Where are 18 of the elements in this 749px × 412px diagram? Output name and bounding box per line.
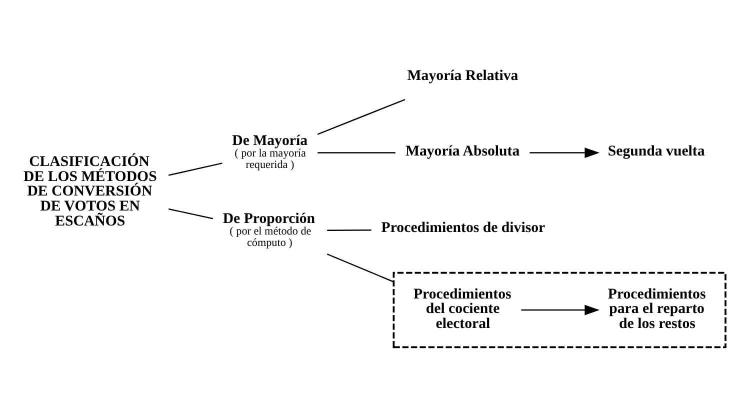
connector bbox=[327, 229, 372, 232]
arrow bbox=[521, 304, 600, 316]
arrow bbox=[530, 148, 600, 158]
node-text: Segunda vuelta bbox=[608, 143, 705, 160]
node-text: De Mayoría ( por la mayoría requerida ) bbox=[232, 132, 308, 171]
connector bbox=[168, 162, 222, 176]
node-text: CLASIFICACIÓN DE LOS MÉTODOS DE CONVERSIÓN DE VOTOS EN ESCAÑOS bbox=[24, 154, 157, 230]
node-text: Procedimientos para el reparto de los restos bbox=[608, 286, 706, 332]
cluster bbox=[392, 272, 726, 348]
connector bbox=[168, 208, 214, 220]
connector bbox=[317, 98, 406, 135]
node-text: Procedimientos del cociente electoral bbox=[414, 286, 512, 332]
node-text: De Proporción ( por el método de cómputo ) bbox=[222, 210, 316, 249]
node-text: Procedimientos de divisor bbox=[381, 220, 546, 236]
node-text: Mayoría Relativa bbox=[407, 68, 518, 84]
connector bbox=[326, 254, 394, 282]
connector bbox=[318, 152, 396, 154]
node-text: Mayoría Absoluta bbox=[405, 143, 520, 160]
